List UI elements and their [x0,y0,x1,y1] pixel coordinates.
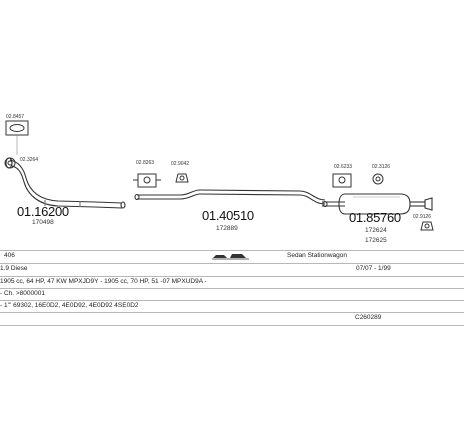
vehicle-silhouettes-icon [212,252,250,262]
model-cell: 406 [4,252,15,259]
tail-hanger-icon [420,221,434,231]
front-pipe-drawing [5,157,126,209]
table-row: - 1''' 69302, 16E0D2, 4E0D92, 4E0D92 4SE… [0,302,464,311]
hanger-icon [175,173,189,183]
gasket-icon [5,120,29,136]
middle-pipe-drawing [134,189,326,205]
table-divider [0,250,464,251]
table-row: - Ch. >8000001 [0,290,464,299]
flange-clamp-icon [4,157,16,169]
part-code-label: 02.3126 [372,164,391,170]
table-row: 1.9 Diese 07/07 - 1/99 [0,265,464,275]
table-row: 1905 cc, 64 HP, 47 KW MPXJD9Y - 1905 cc,… [0,278,464,287]
part-reference-label: 172624 [365,227,387,234]
table-row: C260289 [0,314,464,324]
chassis-cell: - Ch. >8000001 [0,290,45,297]
table-divider [0,263,464,264]
catalog-code-cell: C260289 [355,314,382,321]
part-code-label: 02.3264 [20,157,39,163]
table-row: 406 Sedan Stationwagon [0,252,464,262]
part-reference-label: 172625 [365,237,387,244]
part-number-label: 01.40510 [202,208,254,223]
rear-clamp-icon [332,173,352,188]
part-code-label: 02.9042 [171,161,190,167]
part-code-label: 02.8457 [6,114,25,120]
exhaust-diagram [4,120,434,231]
part-reference-label: 170498 [32,219,54,226]
part-number-label: 01.85760 [349,210,401,225]
table-divider [0,300,464,301]
engine-cell: 1.9 Diese [0,265,28,272]
part-reference-label: 172889 [216,225,238,232]
table-divider [0,288,464,289]
table-divider [0,276,464,277]
body-type-cell: Sedan Stationwagon [287,252,347,259]
table-divider [0,312,464,313]
rubber-mount-icon [372,173,384,185]
part-code-label: 02.8263 [136,160,155,166]
clamp-icon [133,173,161,188]
table-divider [0,325,464,326]
part-code-label: 02.9126 [413,214,432,220]
part-number-label: 01.16200 [17,204,69,219]
rear-muffler-drawing [322,193,433,215]
part-code-label: 02.6233 [334,164,353,170]
engine-codes-cell: - 1''' 69302, 16E0D2, 4E0D92, 4E0D92 4SE… [0,302,139,309]
engine-spec-cell: 1905 cc, 64 HP, 47 KW MPXJD9Y - 1905 cc,… [0,278,207,285]
years-cell: 07/07 - 1/99 [356,265,391,272]
